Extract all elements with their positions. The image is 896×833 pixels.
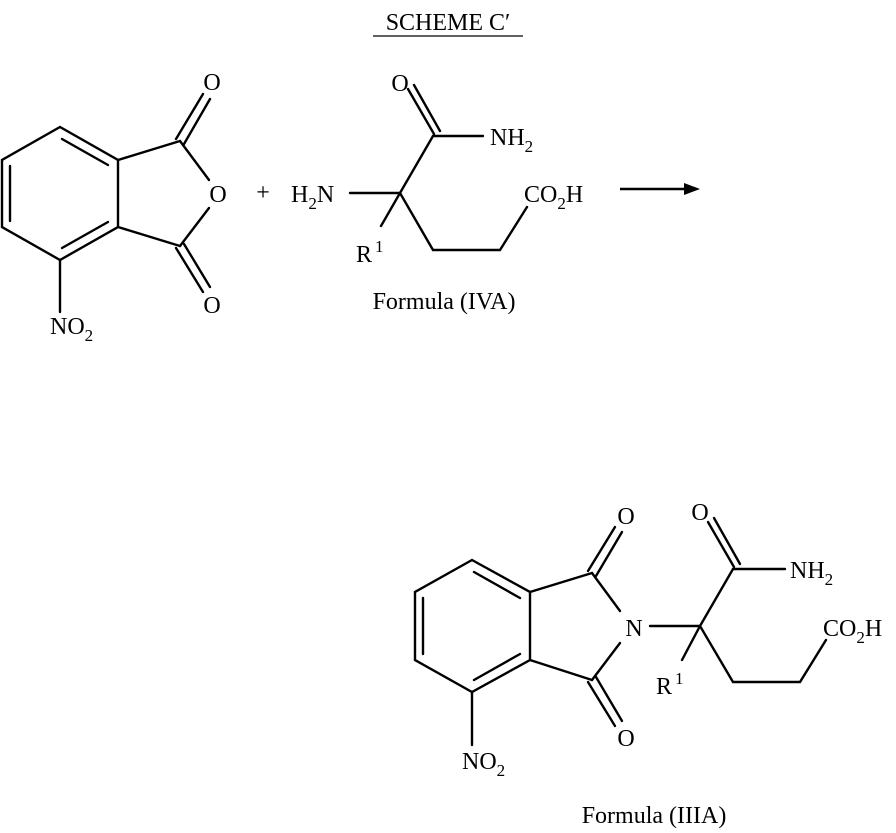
ring-bond	[116, 139, 182, 162]
formula-iva-caption: Formula (IVA)	[373, 289, 516, 315]
alkyl-chain	[698, 624, 828, 684]
nitro-group-label: NO2	[462, 749, 505, 780]
atom-O: O	[391, 71, 408, 97]
atom-O: O	[203, 293, 220, 319]
carbonyl-double-bond	[412, 83, 442, 133]
formula-iiia-caption: Formula (IIIA)	[582, 803, 727, 829]
atom-O: O	[203, 70, 220, 96]
amide-label: NH2	[490, 125, 533, 156]
carbonyl-double-bond	[174, 246, 205, 294]
plus-sign: +	[256, 180, 270, 206]
atom-O: O	[691, 500, 708, 526]
benzene-ring	[413, 558, 532, 694]
carbonyl-double-bond	[174, 92, 205, 141]
carbonyl-double-bond	[706, 520, 736, 569]
amine-label: H2N	[291, 182, 334, 213]
double-bond-inner	[472, 652, 522, 682]
ring-bond	[178, 139, 211, 182]
double-bond-inner	[60, 137, 110, 167]
atom-O: O	[617, 726, 634, 752]
double-bond-inner	[60, 220, 110, 250]
carbonyl-double-bond	[586, 525, 617, 573]
scheme-title: SCHEME C′	[386, 10, 511, 36]
alkyl-chain	[398, 191, 529, 252]
bond	[398, 134, 435, 195]
benzene-ring	[0, 125, 120, 262]
atom-O: O	[617, 504, 634, 530]
carbonyl-double-bond	[594, 530, 624, 578]
amide-label: NH2	[790, 558, 833, 589]
r1-bond	[379, 191, 402, 228]
carboxylic-acid-label: CO2H	[524, 182, 583, 213]
carbonyl-double-bond	[182, 242, 212, 289]
atom-O-ring: O	[209, 182, 226, 208]
carbonyl-double-bond	[182, 97, 212, 146]
ring-bond	[590, 641, 622, 682]
carbonyl-double-bond	[586, 680, 617, 728]
r1-bond	[680, 624, 702, 662]
ring-bond	[528, 658, 594, 682]
ring-bond	[590, 571, 622, 613]
bond	[698, 567, 735, 628]
carbonyl-double-bond	[712, 516, 742, 566]
ring-bond	[116, 225, 182, 248]
carbonyl-double-bond	[406, 87, 436, 136]
carbonyl-double-bond	[594, 675, 624, 723]
double-bond-inner	[472, 570, 522, 600]
reactant-anhydride: O O O NO2	[0, 70, 227, 345]
nitro-group-label: NO2	[50, 314, 93, 345]
carboxylic-acid-label: CO2H	[823, 616, 882, 647]
ring-bond	[528, 571, 594, 594]
reaction-arrow-icon	[620, 183, 700, 195]
atom-N-imide: N	[625, 616, 642, 642]
ring-bond	[178, 206, 211, 248]
